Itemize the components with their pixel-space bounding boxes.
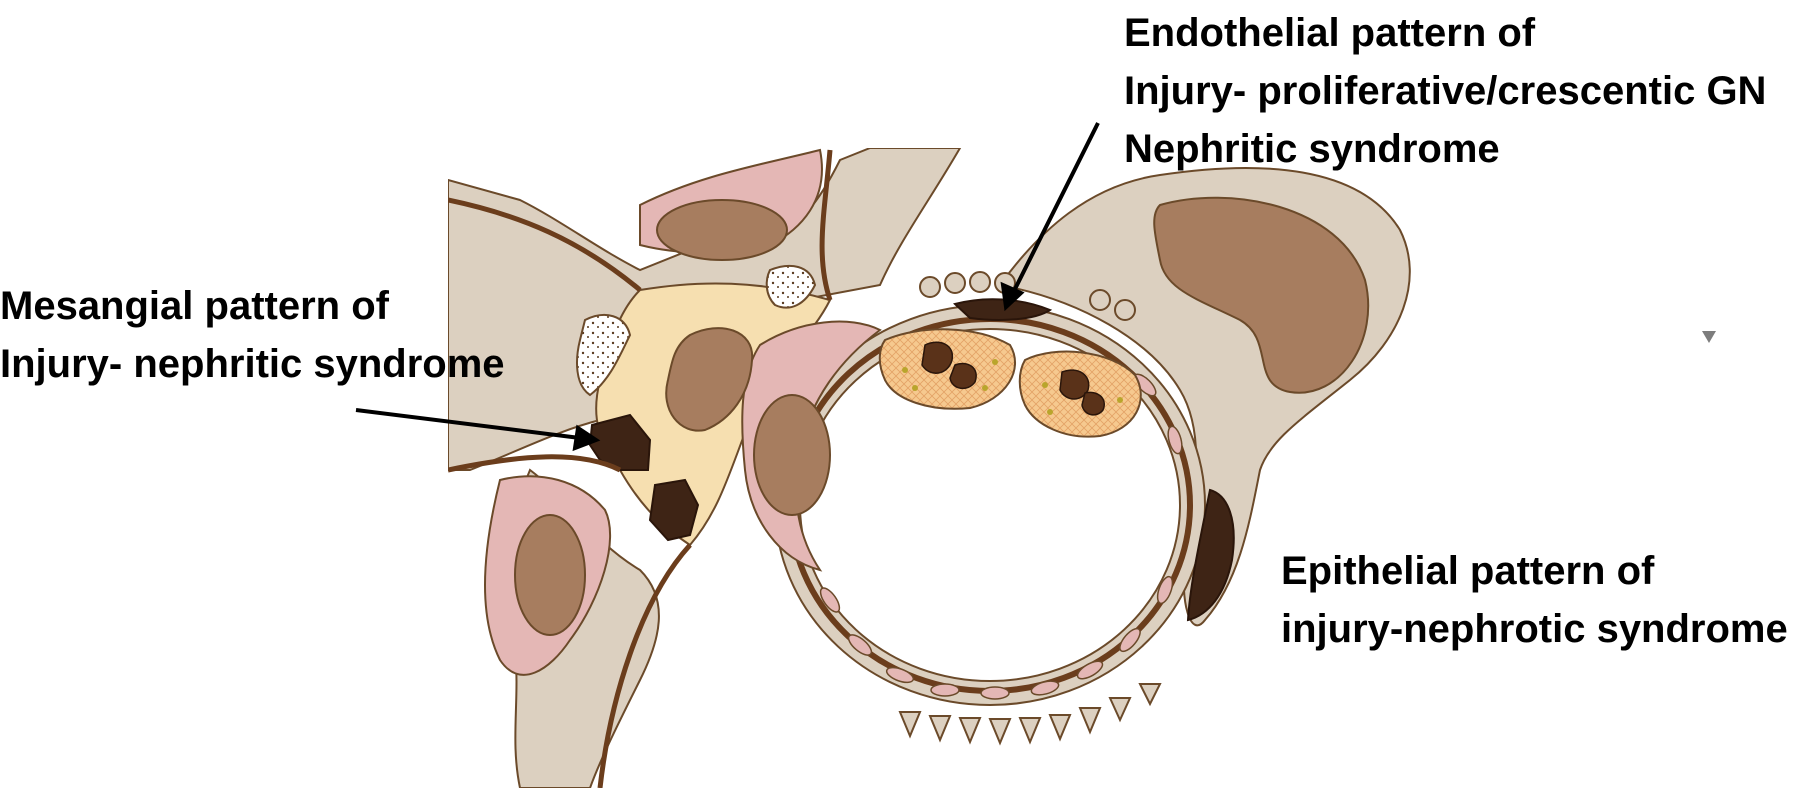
mesangial-label-line1: Mesangial pattern of <box>0 277 505 335</box>
endothelial-label-line3: Nephritic syndrome <box>1124 120 1766 178</box>
endothelial-nucleus-bottom-left <box>515 515 585 635</box>
endothelial-pattern-label: Endothelial pattern of Injury- prolifera… <box>1124 4 1766 178</box>
endothelial-nucleus-top <box>657 200 787 260</box>
triangle-down-icon <box>1702 331 1716 343</box>
endothelial-label-line2: Injury- proliferative/crescentic GN <box>1124 62 1766 120</box>
epithelial-label-line2: injury-nephrotic syndrome <box>1281 600 1788 658</box>
epithelial-label-line1: Epithelial pattern of <box>1281 542 1788 600</box>
mesangial-label-line2: Injury- nephritic syndrome <box>0 335 505 393</box>
endothelial-nucleus-left <box>754 395 830 515</box>
endothelial-label-line1: Endothelial pattern of <box>1124 4 1766 62</box>
epithelial-pattern-label: Epithelial pattern of injury-nephrotic s… <box>1281 542 1788 658</box>
subendothelial-deposit <box>955 299 1050 320</box>
mesangial-pattern-label: Mesangial pattern of Injury- nephritic s… <box>0 277 505 393</box>
mesangial-deposit-2 <box>650 480 698 540</box>
